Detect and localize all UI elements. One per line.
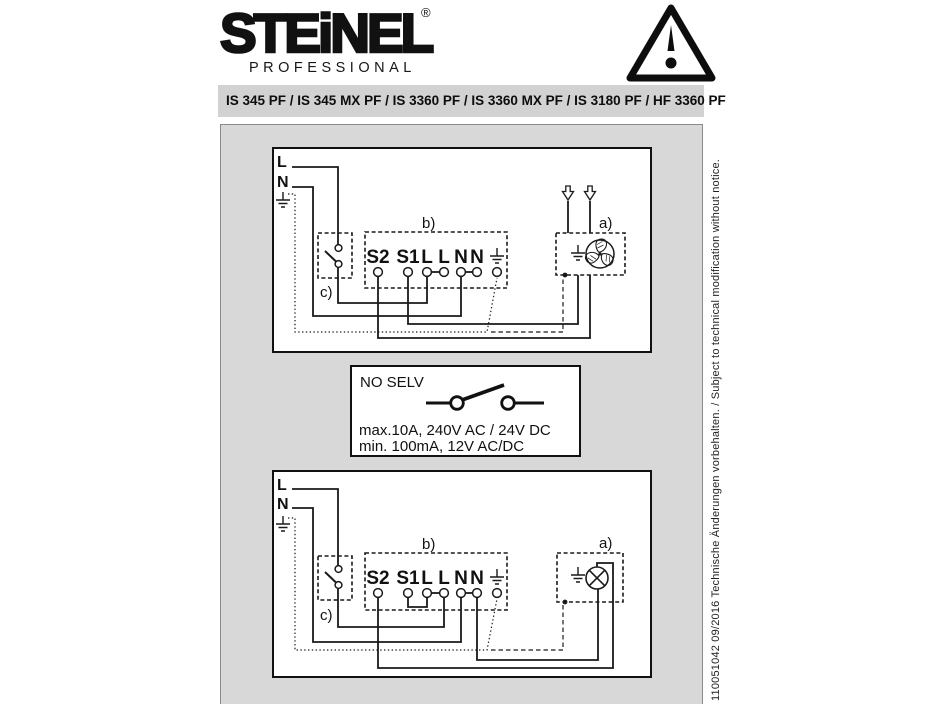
terminal-labels: S2 S1 L L N N <box>366 568 483 589</box>
terminal-label-l1: L <box>421 247 433 268</box>
terminal-labels: S2 S1 L L N N <box>366 247 483 268</box>
selv-rating-line2: min. 100mA, 12V AC/DC <box>359 438 525 455</box>
side-note-vertical: 110051042 09/2016 Technische Änderungen … <box>710 158 722 701</box>
wiring-diagram-fan: L N c) b) S2 S1 L L N N a) <box>272 147 652 353</box>
wire-s2-to-lamp <box>377 562 614 669</box>
wire-line-to-switch <box>292 488 339 566</box>
terminal-label-l1: L <box>421 568 433 589</box>
wire-neutral <box>292 507 462 643</box>
supply-neutral-label: N <box>277 174 289 191</box>
terminal-block-label: b) <box>422 536 435 553</box>
terminal-label-s1: S1 <box>396 568 420 589</box>
terminal-label-n1: N <box>454 568 468 589</box>
models-bar: IS 345 PF / IS 345 MX PF / IS 3360 PF / … <box>218 85 726 117</box>
terminal-label-n1: N <box>454 247 468 268</box>
earth-junction-dot <box>562 272 568 278</box>
selv-rating-line1: max.10A, 240V AC / 24V DC <box>359 422 551 439</box>
terminal-label-n2: N <box>470 568 484 589</box>
warning-exclamation-dot <box>665 57 677 69</box>
terminal-label-l2: L <box>438 247 450 268</box>
wire-s2-to-load <box>377 275 591 339</box>
load-label: a) <box>599 215 612 232</box>
switch-icon <box>324 564 343 590</box>
registered-mark: ® <box>421 5 431 20</box>
earth-wire-dotted <box>288 517 498 651</box>
wires <box>292 488 614 669</box>
terminal-circles <box>372 266 503 278</box>
warning-exclamation-bar <box>667 25 675 51</box>
selv-notice-box: NO SELV max.10A, 240V AC / 24V DC min. 1… <box>350 365 581 457</box>
brand-logo: STEiNEL ® <box>220 2 437 65</box>
wires <box>292 166 591 339</box>
fan-icon <box>583 238 616 269</box>
load-box <box>556 552 624 603</box>
terminal-block-label: b) <box>422 215 435 232</box>
switch-label: c) <box>320 284 333 301</box>
terminal-label-s2: S2 <box>366 247 389 268</box>
supply-line-label: L <box>277 154 287 171</box>
wiring-diagram-lamp: L N c) b) S2 S1 L L N N a <box>272 470 652 678</box>
lamp-icon <box>585 566 609 590</box>
earth-wire-dashed <box>491 604 564 651</box>
switch-rating-icon <box>426 383 544 411</box>
brand-logo-text: STEiNEL <box>220 2 433 64</box>
wire-neutral <box>292 186 462 317</box>
earth-wire-dotted <box>288 193 498 333</box>
earth-wire-dashed <box>491 277 564 333</box>
selv-title: NO SELV <box>360 374 424 391</box>
brand-subtitle: PROFESSIONAL <box>249 60 416 76</box>
wire-switch-to-L <box>337 588 445 628</box>
supply-neutral-label: N <box>277 496 289 513</box>
switch-icon <box>324 243 343 269</box>
wire-n-to-lamp <box>476 589 599 661</box>
wire-s1-to-load <box>407 275 579 325</box>
switch-box <box>317 232 353 279</box>
supply-line-label: L <box>277 477 287 494</box>
terminal-label-s1: S1 <box>396 247 420 268</box>
arrow-leads <box>567 201 591 233</box>
terminal-label-s2: S2 <box>366 568 389 589</box>
terminal-label-n2: N <box>470 247 484 268</box>
load-label: a) <box>599 535 612 552</box>
switch-box <box>317 555 353 601</box>
warning-triangle-icon <box>626 4 716 82</box>
switch-label: c) <box>320 607 333 624</box>
wire-switch-to-L <box>337 267 428 304</box>
jumper-s1-to-L <box>407 597 428 608</box>
wire-line-to-switch <box>292 166 339 245</box>
terminal-circles <box>372 587 503 599</box>
terminal-label-l2: L <box>438 568 450 589</box>
